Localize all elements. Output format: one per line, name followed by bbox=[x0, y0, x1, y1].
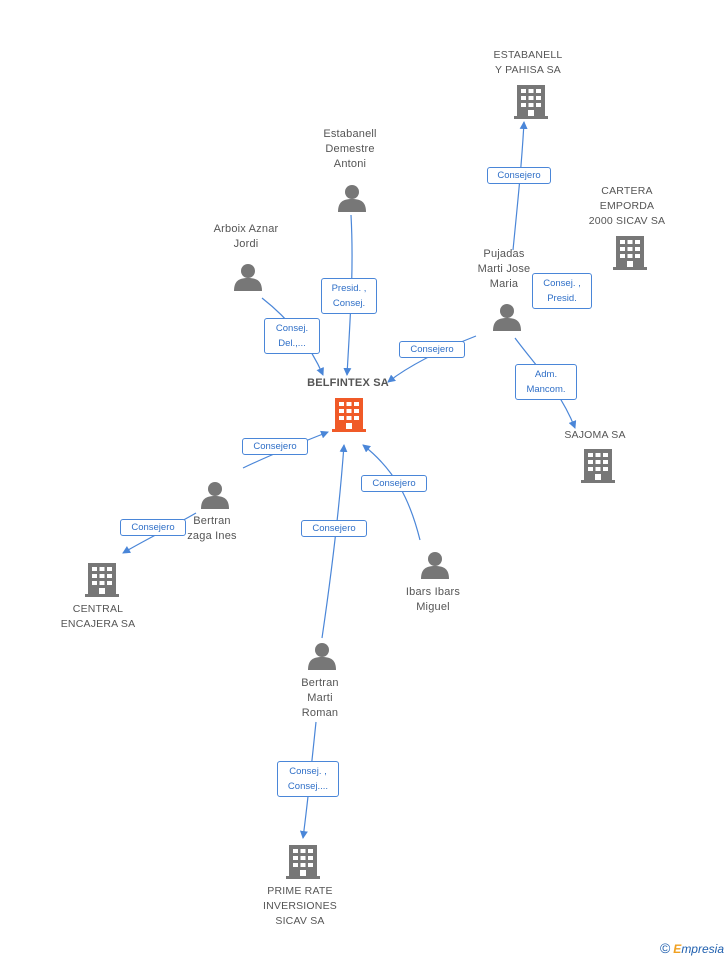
arboix-label[interactable]: Arboix Aznar Jordi bbox=[213, 223, 279, 250]
person-icon bbox=[493, 304, 521, 331]
center-company-label[interactable]: BELFINTEX SA bbox=[307, 377, 389, 389]
building-icon bbox=[85, 563, 119, 597]
sajoma-label[interactable]: SAJOMA SA bbox=[564, 429, 626, 441]
person-icon bbox=[421, 552, 449, 579]
edge-pujadas-estabanell bbox=[512, 121, 528, 251]
person-icon bbox=[338, 185, 366, 212]
relation-label[interactable]: Consej. Del.,... bbox=[264, 318, 320, 354]
estabanell-demestre-label[interactable]: Estabanell Demestre Antoni bbox=[323, 128, 377, 170]
cartera-emporda-label[interactable]: CARTERA EMPORDA 2000 SICAV SA bbox=[588, 185, 666, 227]
building-icon bbox=[581, 449, 615, 483]
building-icon[interactable] bbox=[332, 398, 366, 432]
person-icon bbox=[234, 264, 262, 291]
relation-label[interactable]: Adm. Mancom. bbox=[515, 364, 577, 400]
building-icon bbox=[613, 236, 647, 270]
person-icon bbox=[201, 482, 229, 509]
relation-label[interactable]: Consejero bbox=[242, 438, 308, 455]
edge-ibars-belfintex bbox=[362, 444, 421, 541]
relation-label[interactable]: Consejero bbox=[120, 519, 186, 536]
edge-roman-belfintex bbox=[321, 444, 348, 639]
relation-label[interactable]: Presid. , Consej. bbox=[321, 278, 377, 314]
relation-label[interactable]: Consej. , Consej.... bbox=[277, 761, 339, 797]
copyright-icon: © bbox=[659, 940, 671, 956]
building-icon bbox=[514, 85, 548, 119]
relation-label[interactable]: Consejero bbox=[487, 167, 551, 184]
relation-label[interactable]: Consejero bbox=[301, 520, 367, 537]
relation-label[interactable]: Consejero bbox=[399, 341, 465, 358]
bertran-roman-label[interactable]: Bertran Marti Roman bbox=[301, 677, 339, 719]
central-encajera-label[interactable]: CENTRAL ENCAJERA SA bbox=[60, 603, 136, 630]
ibars-label[interactable]: Ibars Ibars Miguel bbox=[405, 586, 461, 613]
bertran-ines-label[interactable]: Bertran zaga Ines bbox=[187, 515, 237, 542]
pujadas-label[interactable]: Pujadas Marti Jose Maria bbox=[477, 248, 531, 290]
relation-label[interactable]: Consej. , Presid. bbox=[532, 273, 592, 309]
empresia-watermark[interactable]: ©Empresia bbox=[659, 940, 724, 956]
prime-rate-label[interactable]: PRIME RATE INVERSIONES SICAV SA bbox=[263, 885, 337, 927]
estabanell-pahisa-label[interactable]: ESTABANELL Y PAHISA SA bbox=[493, 49, 563, 76]
relation-label[interactable]: Consejero bbox=[361, 475, 427, 492]
person-icon bbox=[308, 643, 336, 670]
building-icon bbox=[286, 845, 320, 879]
